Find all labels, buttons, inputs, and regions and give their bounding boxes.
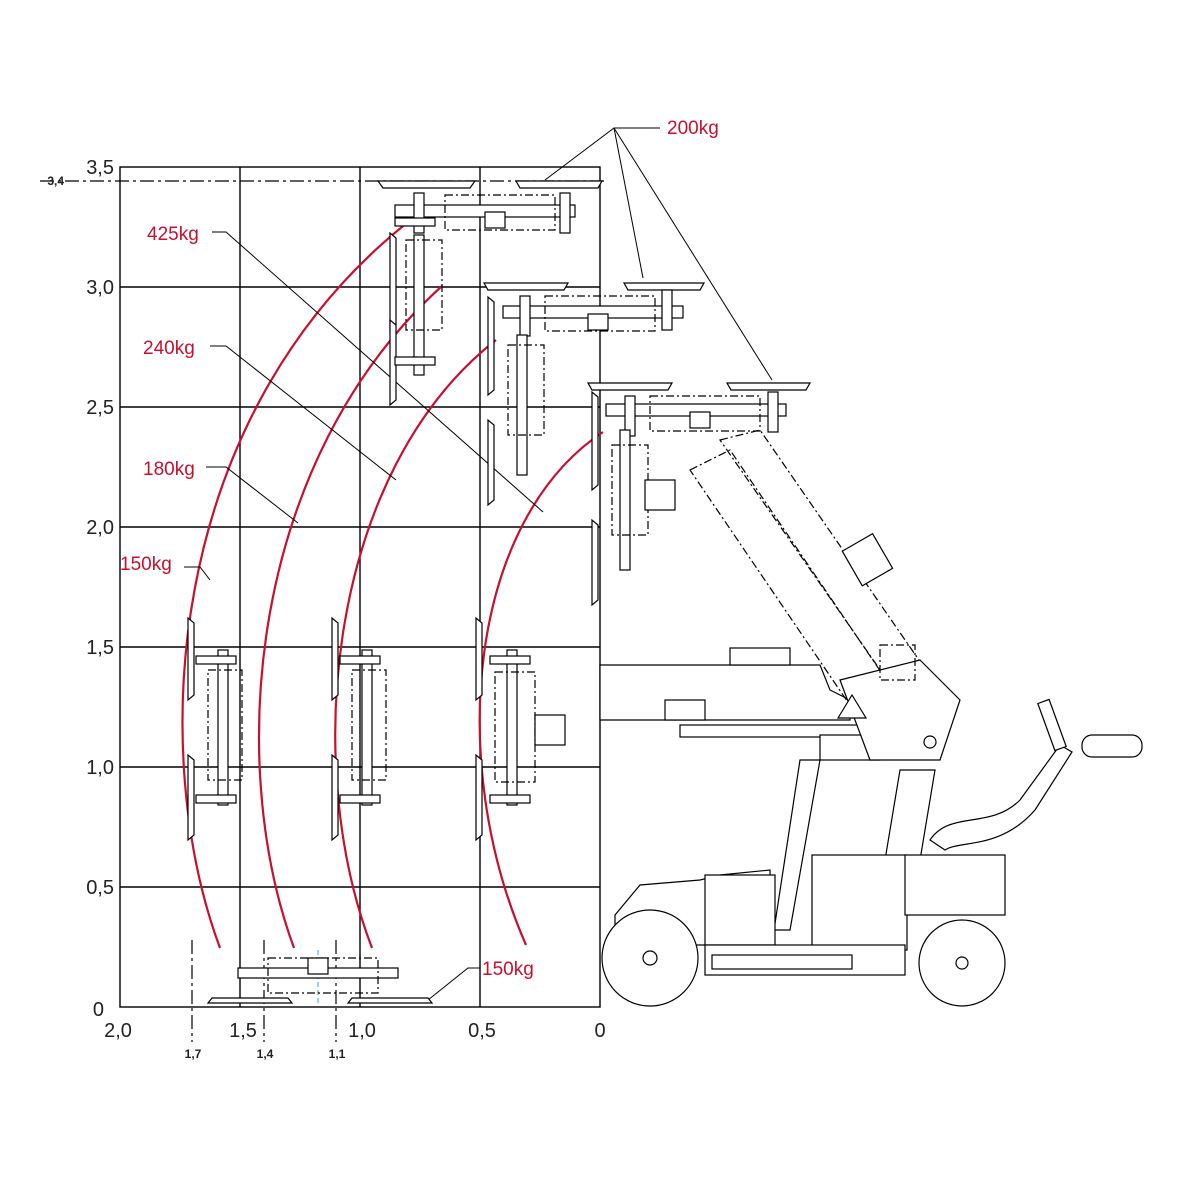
curve-150kg — [181, 221, 409, 949]
y-tick-1-0: 1,0 — [86, 757, 114, 779]
wheels — [601, 909, 1006, 1007]
load-labels: 425kg 240kg 180kg 150kg 200kg 150kg — [120, 118, 719, 980]
head-vertical-middle — [487, 295, 545, 507]
leader-lines — [184, 127, 773, 1001]
curve-240kg — [334, 339, 497, 949]
head-horizontal-bottom — [206, 957, 434, 1004]
x-tick-2-0: 2,0 — [104, 1020, 132, 1042]
handle-bar — [929, 698, 1143, 851]
label-150kg-bottom: 150kg — [482, 959, 534, 980]
y-tick-3-4: 3,4 — [47, 174, 64, 188]
y-tick-0: 0 — [93, 999, 104, 1021]
head-vertical-upper — [389, 217, 443, 407]
y-tick-2-5: 2,5 — [86, 397, 114, 419]
lifting-machine — [599, 429, 1143, 1007]
label-200kg: 200kg — [667, 118, 719, 139]
y-tick-1-5: 1,5 — [86, 637, 114, 659]
label-240kg: 240kg — [143, 338, 195, 359]
reach-curves — [181, 221, 604, 949]
curve-425kg — [478, 431, 604, 946]
grid — [119, 166, 601, 1008]
x-axis: 2,0 1,5 1,0 0,5 0 1,7 1,4 1,1 — [104, 1020, 605, 1061]
curve-180kg — [257, 285, 443, 949]
lifter-head-positions — [187, 180, 812, 1004]
head-vertical-lower — [591, 390, 676, 607]
y-tick-2-0: 2,0 — [86, 517, 114, 539]
chassis — [614, 854, 1006, 976]
head-horizontal-lower — [586, 382, 812, 437]
label-180kg: 180kg — [143, 459, 195, 480]
head-vertical-mid-low — [331, 616, 387, 842]
label-150kg-left: 150kg — [120, 554, 172, 575]
x-tick-1-0: 1,0 — [348, 1020, 376, 1042]
y-tick-3-0: 3,0 — [86, 277, 114, 299]
mast — [773, 759, 936, 931]
x-tick-1-7: 1,7 — [185, 1047, 202, 1061]
head-vertical-right-low — [475, 616, 566, 842]
boom-arm — [599, 429, 961, 761]
y-tick-0-5: 0,5 — [86, 877, 114, 899]
x-tick-1-1: 1,1 — [329, 1047, 346, 1061]
head-vertical-left-low — [187, 616, 243, 842]
x-tick-0: 0 — [594, 1020, 605, 1042]
label-425kg: 425kg — [147, 224, 199, 245]
x-tick-1-4: 1,4 — [257, 1047, 274, 1061]
x-tick-0-5: 0,5 — [468, 1020, 496, 1042]
x-tick-1-5: 1,5 — [229, 1020, 257, 1042]
y-axis: 3,5 3,0 2,5 2,0 1,5 1,0 0,5 0 3,4 — [47, 157, 114, 1021]
head-horizontal-top — [376, 180, 604, 234]
y-tick-3-5: 3,5 — [86, 157, 114, 179]
head-horizontal-middle — [482, 282, 706, 337]
